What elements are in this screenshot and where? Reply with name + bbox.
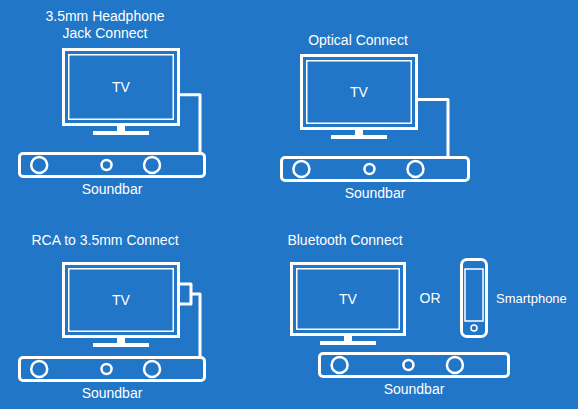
- device-label: TV: [112, 292, 130, 309]
- speaker-circle: [332, 357, 348, 373]
- phone-body: [460, 258, 488, 338]
- device-label: Soundbar: [82, 181, 143, 198]
- soundbar: Soundbar: [280, 156, 470, 202]
- device-label: TV: [112, 79, 130, 96]
- tv-screen: TV: [290, 262, 406, 336]
- speaker-circle: [144, 157, 160, 173]
- tv-stand: [355, 130, 363, 135]
- cable: [180, 95, 200, 152]
- device-label: TV: [350, 84, 368, 101]
- panel-title: 3.5mm Headphone Jack Connect: [30, 8, 180, 42]
- speaker-circle: [102, 160, 112, 170]
- device-label: Smartphone: [496, 290, 567, 307]
- tv-screen: TV: [300, 54, 418, 130]
- cable: [180, 284, 200, 356]
- tv-screen: TV: [62, 48, 180, 126]
- speaker-circle: [102, 364, 112, 374]
- device-label: Soundbar: [384, 381, 445, 398]
- soundbar: Soundbar: [318, 352, 510, 398]
- tv-stand: [117, 126, 125, 131]
- smartphone: Smartphone: [460, 258, 567, 338]
- rca-plug-stub: [180, 294, 191, 304]
- tv-stand: [117, 338, 125, 343]
- soundbar-body: [18, 152, 206, 178]
- speaker-circle: [447, 357, 463, 373]
- soundbar: Soundbar: [18, 152, 206, 198]
- tv-stand: [344, 336, 352, 341]
- or-label: OR: [412, 290, 448, 307]
- tv-stand: [320, 341, 376, 345]
- device-label: Soundbar: [82, 385, 143, 402]
- speaker-circle: [31, 361, 47, 377]
- speaker-circle: [407, 161, 423, 177]
- speaker-icons: [321, 355, 507, 375]
- speaker-circle: [144, 361, 160, 377]
- cable: [418, 100, 448, 156]
- speaker-circle: [31, 157, 47, 173]
- speaker-circle: [364, 164, 374, 174]
- tv-stand: [331, 135, 387, 139]
- device-label: TV: [339, 291, 357, 308]
- phone-icon: [463, 261, 485, 335]
- speaker-icons: [283, 159, 467, 179]
- panel-title: RCA to 3.5mm Connect: [5, 232, 205, 249]
- panel-title: Bluetooth Connect: [255, 232, 435, 249]
- soundbar: Soundbar: [18, 356, 206, 402]
- speaker-circle: [293, 161, 309, 177]
- soundbar-body: [18, 356, 206, 382]
- soundbar-body: [280, 156, 470, 182]
- tv-stand: [93, 343, 149, 347]
- soundbar-body: [318, 352, 510, 378]
- speaker-icons: [21, 155, 203, 175]
- device-label: Soundbar: [345, 185, 406, 202]
- tv-screen: TV: [62, 262, 180, 338]
- panel-title: Optical Connect: [268, 32, 448, 49]
- speaker-circle: [403, 360, 413, 370]
- tv-stand: [93, 131, 149, 135]
- speaker-icons: [21, 359, 203, 379]
